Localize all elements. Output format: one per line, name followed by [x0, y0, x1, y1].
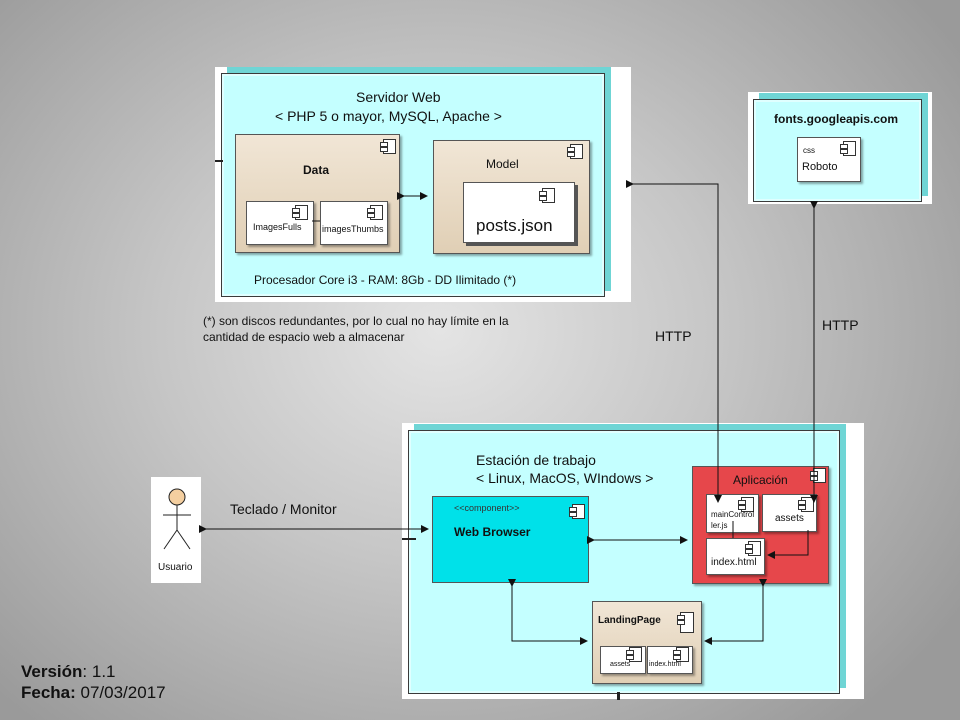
model-label: Model — [486, 157, 519, 171]
date-line: Fecha: 07/03/2017 — [21, 683, 166, 703]
data-label: Data — [303, 163, 330, 177]
server-node-tick — [215, 160, 223, 162]
app-index-label: index.html — [711, 557, 757, 568]
version-key: Versión — [21, 662, 83, 681]
aplicacion-label: Aplicación — [733, 473, 788, 487]
server-title: Servidor Web — [356, 89, 441, 105]
component-icon — [810, 468, 826, 483]
component-stereotype: <<component>> — [454, 503, 520, 513]
landing-assets-label: assets — [610, 661, 631, 668]
web-browser-component — [432, 496, 589, 583]
component-icon — [539, 188, 555, 203]
component-icon — [626, 647, 642, 662]
workstation-title: Estación de trabajo — [476, 452, 596, 468]
component-icon — [380, 139, 396, 154]
component-icon — [677, 612, 694, 633]
actor-connection-label: Teclado / Monitor — [230, 501, 337, 517]
landing-index-label: index.html — [649, 661, 681, 668]
http-label-right: HTTP — [822, 317, 859, 333]
posts-json-component — [463, 182, 575, 243]
workstation-subtitle: < Linux, MacOS, WIndows > — [476, 470, 654, 486]
date-value: 07/03/2017 — [75, 683, 166, 702]
component-icon — [745, 541, 761, 556]
server-specs: Procesador Core i3 - RAM: 8Gb - DD Ilimi… — [254, 273, 517, 287]
roboto-label: Roboto — [802, 161, 838, 173]
workstation-node-tick — [617, 692, 620, 700]
component-icon — [840, 141, 856, 156]
component-icon — [798, 497, 814, 512]
main-controller-label: mainController.js — [711, 510, 755, 530]
date-key: Fecha: — [21, 683, 76, 702]
posts-json-label: posts.json — [476, 216, 553, 235]
server-subtitle: < PHP 5 o mayor, MySQL, Apache > — [275, 108, 502, 124]
component-icon — [569, 504, 585, 519]
app-assets-label: assets — [775, 513, 804, 524]
workstation-node-tick — [402, 538, 416, 540]
http-label-left: HTTP — [655, 328, 692, 344]
version-line: Versión: 1.1 — [21, 662, 116, 682]
component-icon — [738, 497, 754, 512]
images-thumbs-label: imagesThumbs — [322, 224, 384, 234]
fonts-title: fonts.googleapis.com — [774, 112, 899, 126]
version-value: : 1.1 — [82, 662, 116, 681]
component-icon — [367, 205, 383, 220]
landing-page-label: LandingPage — [598, 615, 661, 626]
footnote-line1: (*) son discos redundantes, por lo cual … — [203, 314, 509, 328]
component-icon — [567, 144, 583, 159]
component-icon — [292, 205, 308, 220]
actor-label: Usuario — [158, 562, 193, 573]
css-label: css — [803, 146, 815, 155]
component-icon — [673, 647, 689, 662]
footnote-line2: cantidad de espacio web a almacenar — [203, 330, 405, 344]
images-fulls-label: ImagesFulls — [253, 222, 302, 232]
web-browser-label: Web Browser — [454, 525, 531, 539]
